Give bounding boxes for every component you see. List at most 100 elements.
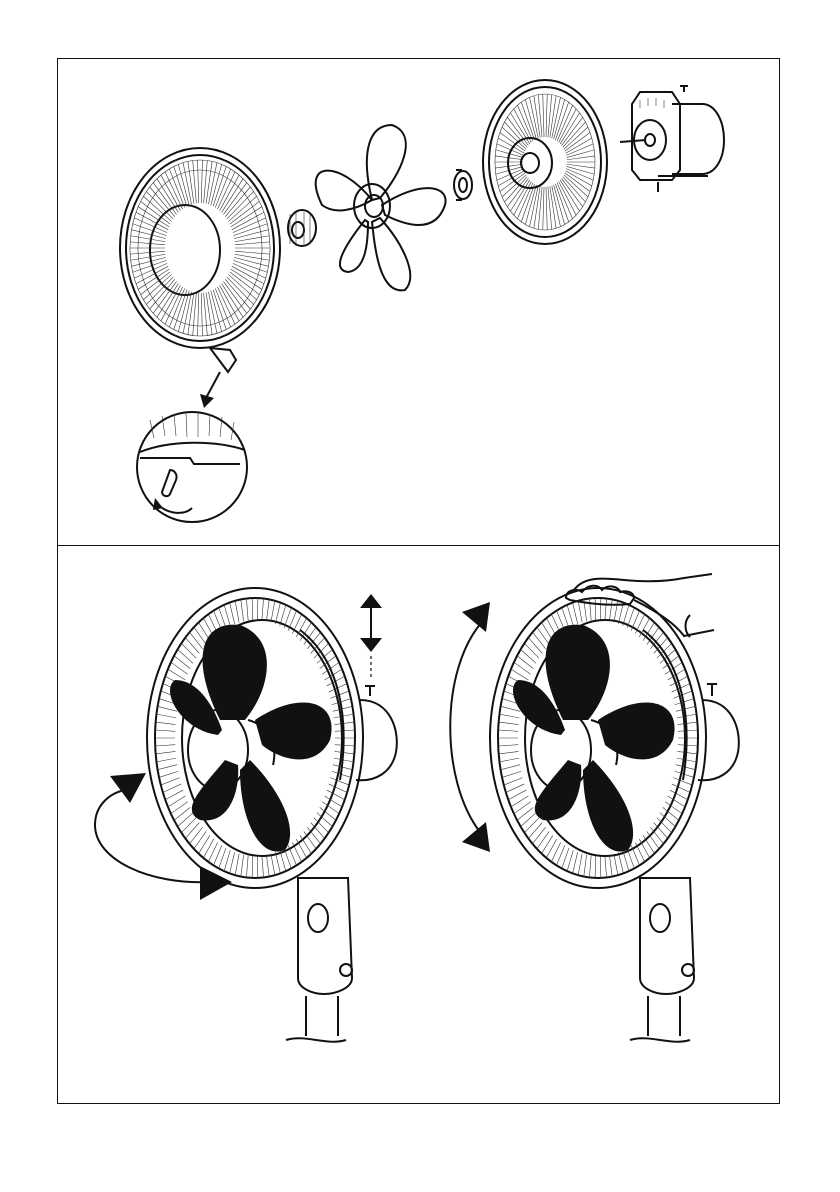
grille-spoke bbox=[271, 601, 275, 623]
grille-spoke bbox=[565, 173, 590, 192]
grille-spoke bbox=[131, 254, 166, 260]
grille-spoke bbox=[284, 848, 291, 869]
grille-spoke bbox=[501, 706, 520, 711]
grille-spoke bbox=[163, 784, 181, 793]
grille-spoke bbox=[275, 603, 280, 624]
grille-spoke bbox=[235, 251, 270, 254]
grille-spoke bbox=[181, 818, 196, 833]
grille-spoke bbox=[578, 854, 582, 876]
grille-spoke bbox=[605, 599, 607, 621]
grille-spoke bbox=[627, 848, 634, 869]
grille-spoke bbox=[158, 706, 177, 711]
spinner-nut-icon bbox=[288, 210, 316, 246]
grille-spoke bbox=[521, 813, 536, 827]
grille-spoke bbox=[557, 105, 572, 141]
grille-spoke bbox=[618, 603, 623, 624]
front-grille-icon bbox=[120, 148, 280, 372]
grille-spoke bbox=[650, 827, 663, 844]
grille-spoke bbox=[181, 643, 196, 658]
grille-spoke bbox=[234, 224, 268, 236]
grille-spoke bbox=[499, 758, 519, 762]
grille-spoke bbox=[185, 638, 199, 654]
grille-spoke bbox=[132, 230, 166, 239]
grille-spoke bbox=[605, 856, 607, 878]
grille-spoke bbox=[185, 823, 199, 839]
grille-spoke bbox=[225, 279, 250, 309]
grille-spoke bbox=[498, 730, 518, 731]
grille-spoke bbox=[517, 807, 533, 820]
grille-spoke bbox=[153, 183, 176, 215]
grille-spoke bbox=[670, 790, 688, 800]
grille-spoke bbox=[528, 638, 542, 654]
grille-spoke bbox=[557, 183, 572, 219]
blade-icon bbox=[316, 125, 446, 290]
grille-spoke bbox=[546, 187, 547, 230]
grille-spoke bbox=[228, 196, 256, 221]
grille-spoke bbox=[203, 839, 213, 858]
grille-spoke bbox=[252, 598, 253, 620]
grille-spoke bbox=[223, 183, 246, 215]
grille-spoke bbox=[241, 855, 244, 877]
grille-spoke bbox=[334, 722, 354, 725]
grille-spoke bbox=[275, 852, 280, 873]
grille-spoke bbox=[524, 818, 539, 833]
grille-spoke bbox=[335, 730, 355, 731]
grille-spoke bbox=[230, 201, 260, 224]
grille-spoke bbox=[266, 599, 269, 621]
grille-spoke bbox=[201, 160, 202, 203]
grille-spoke bbox=[158, 765, 177, 770]
grille-spoke bbox=[235, 236, 270, 242]
grille-spoke bbox=[584, 855, 587, 877]
grille-spoke bbox=[150, 187, 175, 217]
grille-spoke bbox=[609, 855, 612, 877]
grille-spoke bbox=[578, 601, 582, 623]
arrow-down-icon bbox=[200, 372, 220, 408]
grille-spoke bbox=[542, 835, 553, 853]
grille-spoke bbox=[219, 608, 226, 629]
grille-spoke bbox=[246, 856, 248, 878]
grille-spoke bbox=[266, 855, 269, 877]
grille-spoke bbox=[521, 649, 536, 663]
grille-spoke bbox=[589, 856, 591, 878]
grille-spoke bbox=[502, 771, 521, 777]
grille-spoke bbox=[156, 714, 176, 718]
grille-spoke bbox=[647, 831, 659, 848]
grille-spoke bbox=[178, 813, 193, 827]
grille-spoke bbox=[165, 790, 183, 800]
grille-spoke bbox=[623, 850, 629, 871]
grille-spoke bbox=[600, 856, 601, 878]
grille-spoke bbox=[155, 745, 175, 746]
grille-spoke bbox=[609, 599, 612, 621]
grille-spoke bbox=[537, 831, 549, 848]
grille-spoke bbox=[672, 784, 690, 793]
grille-spoke bbox=[257, 598, 258, 620]
grille-spoke bbox=[320, 807, 336, 820]
grille-spoke bbox=[589, 599, 591, 621]
grille-spoke bbox=[499, 751, 519, 754]
grille-spoke bbox=[504, 778, 523, 785]
clip-detail-icon bbox=[137, 412, 247, 522]
grille-spoke bbox=[159, 771, 178, 777]
grille-spoke bbox=[235, 601, 239, 623]
grille-spoke bbox=[329, 784, 347, 793]
grille-spoke bbox=[663, 807, 679, 820]
grille-spoke bbox=[517, 105, 532, 141]
grille-spoke bbox=[224, 605, 230, 626]
grille-spoke bbox=[132, 257, 166, 266]
grille-spoke bbox=[143, 196, 171, 221]
grille-spoke bbox=[537, 627, 549, 644]
grille-spoke bbox=[327, 790, 345, 800]
nut-icon bbox=[454, 170, 472, 200]
grille-spoke bbox=[677, 722, 697, 725]
grille-spoke bbox=[307, 632, 320, 649]
grille-spoke bbox=[307, 827, 320, 844]
grille-spoke bbox=[228, 274, 256, 299]
grille-spoke bbox=[190, 827, 203, 844]
grille-spoke bbox=[524, 643, 539, 658]
grille-spoke bbox=[235, 242, 270, 245]
grille-spoke bbox=[130, 251, 165, 254]
grille-spoke bbox=[246, 599, 248, 621]
grille-spoke bbox=[280, 605, 286, 626]
